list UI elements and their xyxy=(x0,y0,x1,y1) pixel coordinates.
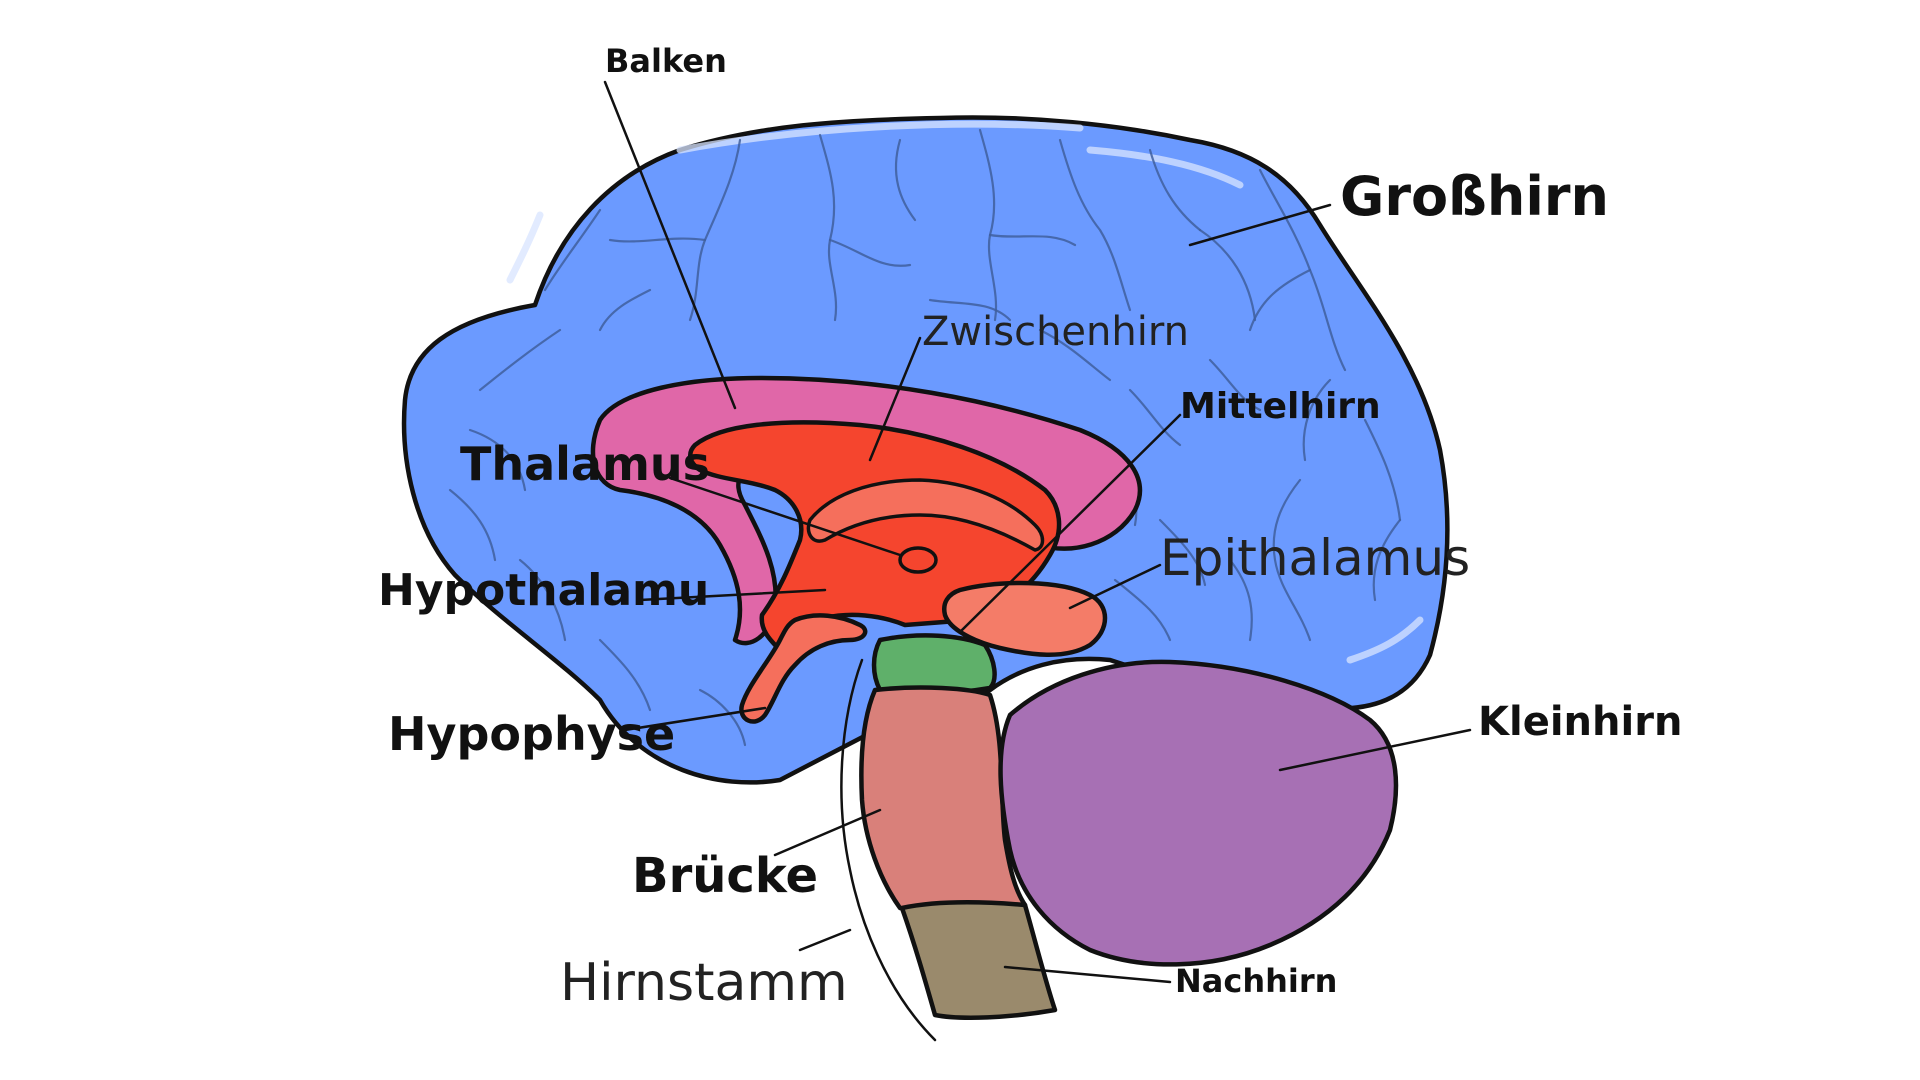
hypophyse-region xyxy=(739,613,868,724)
leader-hypothalamus xyxy=(638,588,827,602)
leader-epithalamus xyxy=(1068,563,1162,610)
label-mittelhirn: Mittelhirn xyxy=(1180,386,1381,427)
labels: Balken Großhirn Zwischenhirn Mittelhirn … xyxy=(378,42,1682,1013)
label-kleinhirn: Kleinhirn xyxy=(1478,699,1682,745)
label-thalamus: Thalamus xyxy=(460,437,710,491)
kleinhirn-region xyxy=(998,659,1399,967)
label-balken: Balken xyxy=(605,42,727,80)
label-hypothalamus: Hypothalamu xyxy=(378,565,709,616)
epithalamus-region xyxy=(942,580,1108,657)
label-hirnstamm: Hirnstamm xyxy=(560,953,848,1013)
leader-bruecke xyxy=(773,808,882,857)
leader-kleinhirn xyxy=(1278,728,1472,772)
leader-lines xyxy=(603,80,1472,984)
leader-mittelhirn xyxy=(958,413,1182,634)
leader-hirnstamm xyxy=(798,928,852,952)
label-nachhirn: Nachhirn xyxy=(1175,962,1337,1000)
hirnstamm-bracket xyxy=(840,658,937,1042)
leader-balken xyxy=(603,80,737,410)
leader-nachhirn xyxy=(1003,965,1172,984)
leader-grosshirn xyxy=(1188,203,1332,247)
label-hypophyse: Hypophyse xyxy=(388,707,675,761)
leader-thalamus xyxy=(668,476,902,557)
label-zwischenhirn: Zwischenhirn xyxy=(922,309,1189,355)
nachhirn-region xyxy=(899,900,1058,1020)
leader-zwischenhirn xyxy=(868,336,922,462)
label-grosshirn: Großhirn xyxy=(1340,165,1609,228)
thalamus-center-oval xyxy=(898,546,938,574)
label-epithalamus: Epithalamus xyxy=(1160,529,1470,587)
mittelhirn-region xyxy=(871,633,997,696)
label-bruecke: Brücke xyxy=(632,848,818,904)
cerebrum-highlights xyxy=(506,120,1424,664)
leader-hypophyse xyxy=(623,706,767,732)
